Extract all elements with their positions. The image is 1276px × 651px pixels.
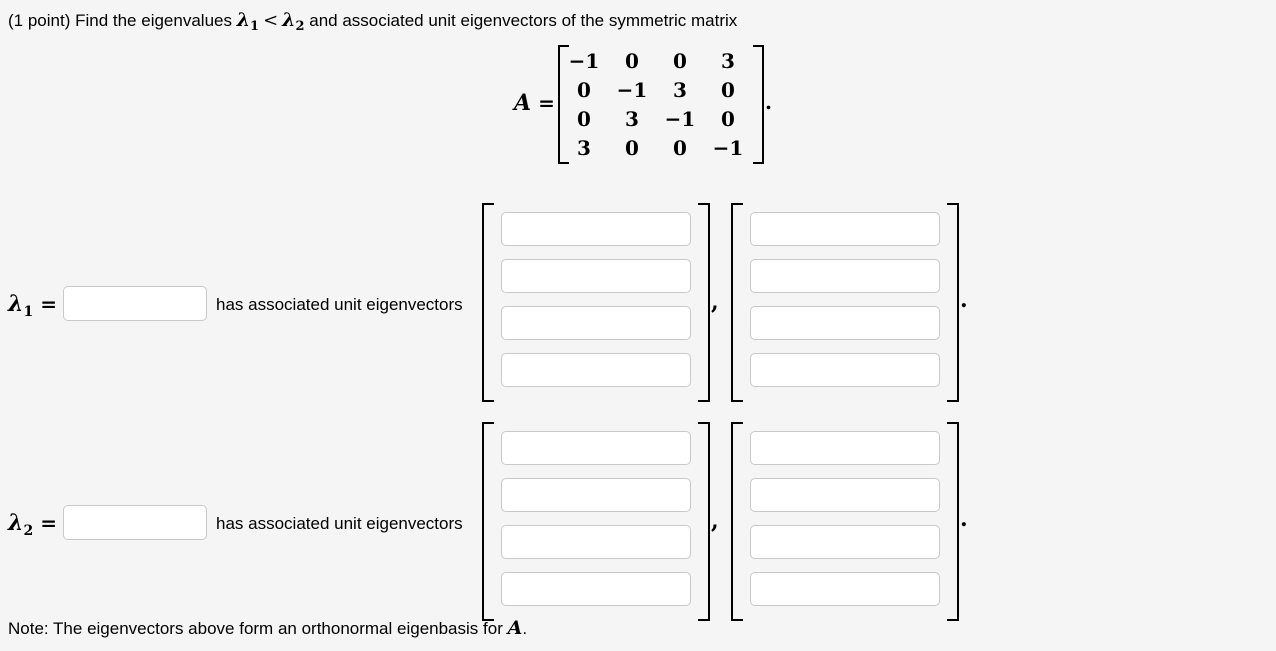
lambda2-label: λ2 = [8, 510, 57, 544]
lambda2-vector2-entry-2[interactable] [750, 478, 940, 512]
matrix-row: 3 0 0 −1 [560, 134, 752, 163]
lambda1-vector2-entry-2[interactable] [750, 259, 940, 293]
eigenvectors-description: has associated unit eigenvectors [216, 295, 463, 314]
lambda1-vector1-entry-1[interactable] [501, 212, 691, 246]
matrix-cell: 0 [625, 136, 639, 160]
vector-separator-comma: , [711, 289, 719, 315]
sentence-period: . [960, 506, 968, 532]
note-text: Note: The eigenvectors above form an ort… [8, 616, 527, 641]
matrix-cell: 0 [577, 107, 591, 131]
lambda2-symbol: λ [8, 510, 24, 536]
equals-sign: = [40, 511, 57, 535]
matrix-right-bracket [753, 45, 764, 164]
vector2-right-bracket [947, 422, 959, 621]
lambda1-symbol: λ [8, 291, 24, 317]
lambda2-vector2-entry-1[interactable] [750, 431, 940, 465]
matrix-row: 0 3 −1 0 [560, 105, 752, 134]
lambda2-vector2-entry-3[interactable] [750, 525, 940, 559]
matrix: −1 0 0 3 0 −1 3 0 0 3 −1 0 3 0 0 −1 [560, 47, 752, 163]
eigenvalue-row-2: λ2 = has associated unit eigenvectors , . [0, 422, 1276, 621]
vector1-right-bracket [698, 422, 710, 621]
lambda2-symbol: λ [282, 9, 296, 31]
lambda1-vector1-entry-4[interactable] [501, 353, 691, 387]
equals-sign: = [40, 292, 57, 316]
vector2-left-bracket [731, 203, 743, 402]
lambda1-value-input[interactable] [63, 286, 207, 321]
matrix-variable: A [514, 90, 532, 116]
lambda2-subscript: 2 [23, 523, 34, 539]
matrix-cell: 0 [721, 78, 735, 102]
note-prefix: Note: The eigenvectors above form an ort… [8, 619, 508, 638]
vector-separator-comma: , [711, 508, 719, 534]
vector1-right-bracket [698, 203, 710, 402]
lambda1-vector2-entry-4[interactable] [750, 353, 940, 387]
matrix-row: 0 −1 3 0 [560, 76, 752, 105]
lambda1-vector1-entry-3[interactable] [501, 306, 691, 340]
lambda2-value-input[interactable] [63, 505, 207, 540]
lambda2-vector2-entry-4[interactable] [750, 572, 940, 606]
matrix-left-bracket [558, 45, 569, 164]
eigenvectors-description: has associated unit eigenvectors [216, 514, 463, 533]
vector2-right-bracket [947, 203, 959, 402]
lambda1-subscript: 1 [250, 19, 260, 34]
lambda2-vector1-entry-4[interactable] [501, 572, 691, 606]
eigenvalue-row-1: λ1 = has associated unit eigenvectors , . [0, 203, 1276, 402]
matrix-cell: −1 [712, 136, 744, 160]
statement-suffix: and associated unit eigenvectors of the … [304, 11, 738, 30]
lambda2-vector1-entry-1[interactable] [501, 431, 691, 465]
note-period: . [522, 619, 528, 638]
problem-statement: (1 point) Find the eigenvalues λ1<λ2 and… [8, 9, 737, 38]
matrix-cell: 3 [673, 78, 687, 102]
lambda1-subscript: 1 [23, 304, 34, 320]
matrix-row: −1 0 0 3 [560, 47, 752, 76]
lambda1-symbol: λ [236, 9, 251, 31]
vector1-left-bracket [482, 422, 494, 621]
matrix-equals-sign: = [538, 91, 555, 115]
matrix-cell: 3 [625, 107, 639, 131]
matrix-cell: 0 [673, 136, 687, 160]
lambda2-vector1-entry-3[interactable] [501, 525, 691, 559]
vector1-left-bracket [482, 203, 494, 402]
matrix-cell: −1 [568, 49, 600, 73]
matrix-cell: −1 [616, 78, 648, 102]
matrix-cell: 0 [721, 107, 735, 131]
less-than-sign: < [263, 10, 279, 31]
matrix-label: A= [514, 90, 555, 116]
lambda1-vector1-entry-2[interactable] [501, 259, 691, 293]
note-matrix-variable: A [507, 617, 523, 639]
matrix-cell: 0 [577, 78, 591, 102]
matrix-trailing-period: . [765, 90, 772, 114]
statement-prefix: (1 point) Find the eigenvalues [8, 11, 237, 30]
lambda1-vector2-entry-1[interactable] [750, 212, 940, 246]
matrix-cell: 3 [577, 136, 591, 160]
sentence-period: . [960, 287, 968, 313]
matrix-cell: 3 [721, 49, 735, 73]
vector2-left-bracket [731, 422, 743, 621]
matrix-cell: −1 [664, 107, 696, 131]
lambda2-subscript: 2 [295, 19, 305, 34]
matrix-cell: 0 [673, 49, 687, 73]
lambda1-label: λ1 = [8, 291, 57, 325]
lambda2-vector1-entry-2[interactable] [501, 478, 691, 512]
matrix-cell: 0 [625, 49, 639, 73]
lambda1-vector2-entry-3[interactable] [750, 306, 940, 340]
